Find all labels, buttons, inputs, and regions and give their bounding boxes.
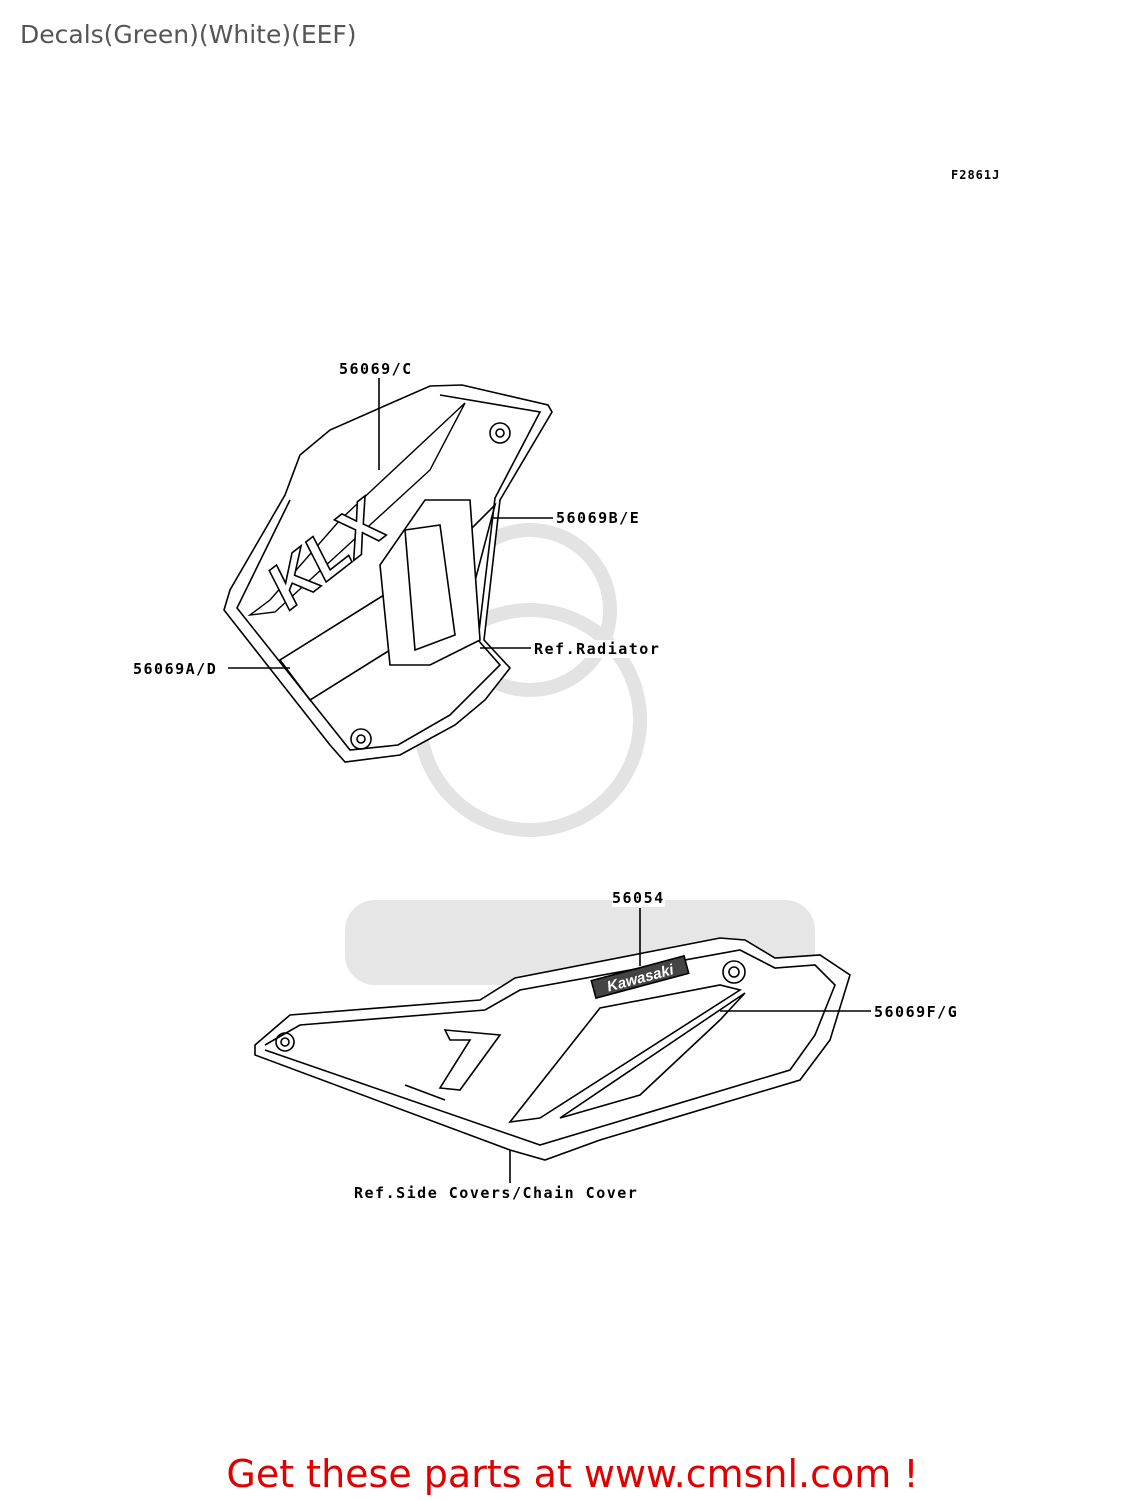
callout-56069f-g: 56069F/G bbox=[874, 1003, 959, 1021]
callout-56069b-e: 56069B/E bbox=[556, 509, 641, 527]
diagram-code: F2861J bbox=[951, 168, 1001, 182]
callout-56054: 56054 bbox=[612, 889, 665, 907]
page-title: Decals(Green)(White)(EEF) bbox=[20, 20, 357, 49]
footer-link[interactable]: Get these parts at www.cmsnl.com ! bbox=[226, 1452, 919, 1496]
radiator-shroud-drawing bbox=[223, 378, 553, 763]
callout-ref-radiator: Ref.Radiator bbox=[534, 640, 661, 658]
callout-56069a-d: 56069A/D bbox=[133, 660, 218, 678]
side-cover-drawing bbox=[254, 908, 871, 1183]
callout-56069-c: 56069/C bbox=[339, 360, 413, 378]
callout-ref-side-covers: Ref.Side Covers/Chain Cover bbox=[354, 1184, 639, 1202]
